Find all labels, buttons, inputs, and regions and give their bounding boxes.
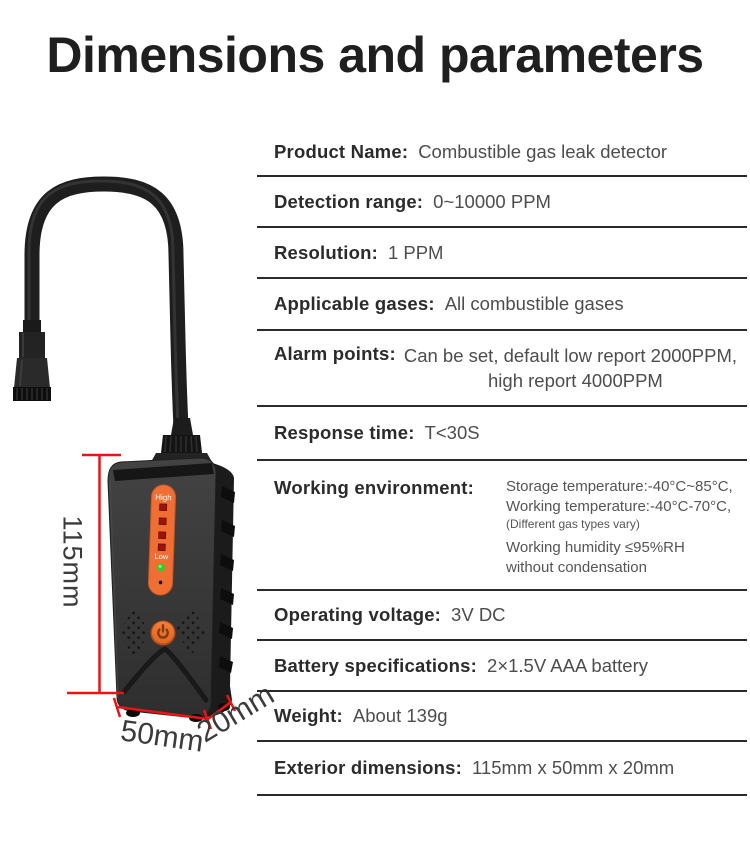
spec-label: Resolution:: [274, 241, 378, 263]
env-working-temp: Working temperature:-40°C-70°C,: [506, 498, 732, 515]
spec-value: 115mm x 50mm x 20mm: [472, 757, 675, 778]
collar-nut: [151, 418, 212, 462]
spec-row-weight: Weight: About 139g: [257, 692, 747, 742]
spec-label: Detection range:: [274, 190, 424, 212]
spec-row-exterior-dimensions: Exterior dimensions: 115mm x 50mm x 20mm: [257, 742, 747, 796]
gooseneck-tube: [24, 176, 189, 436]
spec-value-line1: Can be set, default low report 2000PPM,: [403, 345, 738, 366]
bottom-chevron-accent: [121, 646, 209, 703]
spec-value-line2: high report 4000PPM: [488, 370, 663, 391]
spec-label: Weight:: [274, 705, 343, 726]
env-note: (Different gas types vary): [506, 517, 640, 531]
led-label-low: Low: [154, 552, 169, 561]
product-image: High Low: [0, 130, 280, 790]
spec-row-product-name: Product Name: Combustible gas leak detec…: [257, 129, 747, 177]
spec-label: Response time:: [274, 422, 415, 443]
spec-table: Product Name: Combustible gas leak detec…: [257, 129, 747, 796]
dimension-lines: [67, 453, 237, 730]
spec-value: Can be set, default low report 2000PPM, …: [404, 343, 747, 393]
alarm-led-lights: [157, 503, 168, 551]
spec-label: Working environment:: [274, 477, 474, 498]
spec-label: Exterior dimensions:: [274, 757, 463, 778]
spec-row-detection-range: Detection range: 0~10000 PPM: [257, 177, 747, 228]
env-condensation: without condensation: [506, 559, 647, 576]
body-side-panel: [195, 460, 235, 719]
spec-row-working-environment: Working environment: Storage temperature…: [257, 461, 747, 591]
spec-row-operating-voltage: Operating voltage: 3V DC: [257, 591, 747, 641]
spec-value: T<30S: [424, 422, 480, 443]
led-panel: High Low: [147, 484, 177, 596]
probe-tip: [13, 320, 51, 401]
spec-row-resolution: Resolution: 1 PPM: [257, 228, 747, 279]
env-storage-temp: Storage temperature:-40°C~85°C,: [506, 478, 733, 495]
spec-value: 2×1.5V AAA battery: [487, 654, 648, 676]
spec-row-alarm-points: Alarm points: Can be set, default low re…: [257, 331, 747, 407]
spec-label: Product Name:: [274, 141, 409, 162]
spec-row-applicable-gases: Applicable gases: All combustible gases: [257, 279, 747, 331]
power-button[interactable]: [150, 620, 176, 646]
spec-value: 1 PPM: [387, 241, 444, 263]
env-humidity: Working humidity ≤95%RH: [506, 539, 685, 556]
spec-value: Storage temperature:-40°C~85°C, Working …: [506, 477, 747, 578]
power-icon: [157, 624, 169, 639]
speaker-grille: [119, 606, 206, 658]
spec-value: About 139g: [352, 705, 448, 726]
spec-label: Alarm points:: [274, 343, 396, 364]
mic-hole: [158, 580, 163, 585]
spec-value: Combustible gas leak detector: [418, 141, 668, 162]
spec-label: Applicable gases:: [274, 293, 435, 314]
spec-label: Battery specifications:: [274, 654, 478, 676]
spec-value: 0~10000 PPM: [433, 190, 551, 212]
spec-value: All combustible gases: [444, 293, 624, 314]
led-label-high: High: [155, 493, 172, 503]
spec-row-battery: Battery specifications: 2×1.5V AAA batte…: [257, 641, 747, 692]
spec-value: 3V DC: [451, 604, 506, 625]
spec-label: Operating voltage:: [274, 604, 442, 625]
gas-detector-illustration: High Low: [13, 176, 237, 730]
dimension-label-height: 115mm: [57, 515, 88, 609]
spec-row-response-time: Response time: T<30S: [257, 407, 747, 461]
page-title: Dimensions and parameters: [46, 27, 704, 83]
